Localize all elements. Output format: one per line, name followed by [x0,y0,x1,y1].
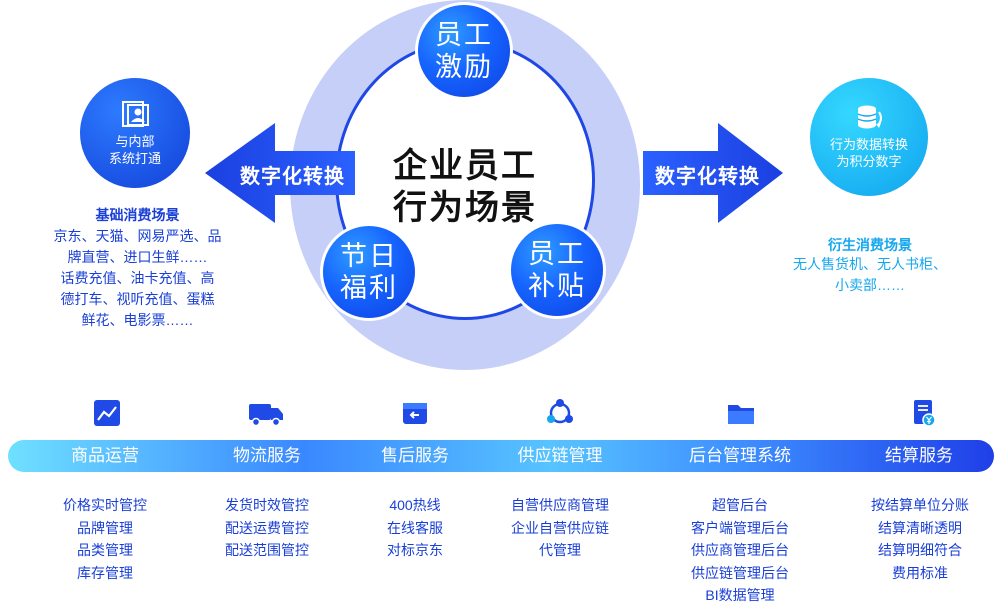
detail-item: 供应商管理后台 [691,542,789,558]
service-label-product-ops: 商品运营 [71,446,139,465]
detail-item: 库存管理 [77,564,133,581]
bubble-line1: 节日 [340,241,398,271]
detail-item: 配送范围管控 [225,542,309,558]
detail-item: 超管后台 [712,497,768,513]
product-ops-details: 价格实时管控 品牌管理 品类管理 库存管理 [40,494,170,584]
backend-details: 超管后台 客户端管理后台 供应商管理后台 供应链管理后台 BI数据管理 [670,494,810,607]
folder-icon [728,405,754,424]
logistics-details: 发货时效管控 配送运费管控 配送范围管控 [202,494,332,562]
bubble-line2: 福利 [340,273,398,303]
bubble-line1: 员工 [435,20,493,50]
bubble-line1: 员工 [528,239,586,269]
bubble-employee-incentive: 员工 激励 [418,5,510,97]
left-arrow-shape [205,123,355,223]
right-arrow-shape [643,123,783,223]
detail-item: 价格实时管控 [63,497,147,513]
core-title-line2: 行为场景 [393,189,537,227]
basic-consumption-list: 京东、天猫、网易严选、品 牌直营、进口生鲜…… 话费充值、油卡充值、高 德打车、… [40,226,235,331]
profile-card-icon [122,101,149,127]
list-line: 话费充值、油卡充值、高 [60,270,215,286]
service-label-after-sales: 售后服务 [381,446,449,465]
service-bar [8,440,994,472]
trend-chart-icon [94,400,120,426]
list-line: 牌直营、进口生鲜…… [67,249,208,265]
network-nodes-icon [547,399,573,424]
supply-chain-details: 自营供应商管理 企业自营供应链 代管理 [490,494,630,562]
list-line: 小卖部…… [835,277,905,293]
right-arrow-label: 数字化转换 [655,166,760,188]
service-label-settlement: 结算服务 [885,446,953,465]
bubble-line2: 激励 [435,52,493,82]
list-line: 德打车、视听充值、蛋糕 [60,291,215,307]
circle-line1: 行为数据转换 [829,137,908,152]
detail-item: BI数据管理 [705,587,775,603]
return-box-icon [403,403,427,424]
detail-item: 费用标准 [892,564,948,581]
service-label-supply-chain: 供应链管理 [517,446,603,465]
data-conversion-circle: 行为数据转换 为积分数字 [810,78,928,196]
derived-consumption-title: 衍生消费场景 [828,237,912,253]
service-label-logistics: 物流服务 [233,446,301,465]
core-title-line1: 企业员工 [393,147,537,185]
detail-item: 自营供应商管理 [511,497,609,513]
internal-system-circle: 与内部 系统打通 [80,78,190,188]
detail-item: 发货时效管控 [225,497,309,513]
detail-item: 配送运费管控 [225,519,309,536]
list-line: 无人售货机、无人书柜、 [793,256,947,272]
detail-item: 400热线 [389,497,441,513]
after-sales-details: 400热线 在线客服 对标京东 [350,494,480,562]
detail-item: 按结算单位分账 [871,497,969,513]
service-label-backend: 后台管理系统 [689,446,791,465]
detail-item: 在线客服 [387,519,443,536]
bubble-employee-subsidy: 员工 补贴 [511,224,603,316]
list-line: 京东、天猫、网易严选、品 [53,228,222,244]
bubble-line2: 补贴 [528,271,586,301]
detail-item: 品类管理 [77,542,133,558]
detail-item: 供应链管理后台 [691,564,789,581]
database-sync-icon [857,105,882,129]
circle-line2: 系统打通 [108,151,161,166]
detail-item: 代管理 [539,542,581,558]
detail-item: 结算清晰透明 [878,519,962,536]
delivery-truck-icon [249,404,283,427]
derived-consumption-list: 无人售货机、无人书柜、 小卖部…… [770,254,970,296]
detail-item: 品牌管理 [77,519,133,536]
circle-line1: 与内部 [115,134,155,149]
detail-item: 对标京东 [387,542,443,558]
settlement-details: 按结算单位分账 结算清晰透明 结算明细符合 费用标准 [850,494,990,584]
detail-item: 企业自营供应链 [511,519,609,536]
invoice-yen-icon [914,400,936,427]
detail-item: 结算明细符合 [878,542,962,558]
circle-line2: 为积分数字 [836,154,902,169]
left-arrow-label: 数字化转换 [240,166,345,188]
bubble-holiday-welfare: 节日 福利 [323,226,415,318]
detail-item: 客户端管理后台 [691,519,789,536]
list-line: 鲜花、电影票…… [81,312,194,328]
basic-consumption-title: 基础消费场景 [95,207,180,223]
